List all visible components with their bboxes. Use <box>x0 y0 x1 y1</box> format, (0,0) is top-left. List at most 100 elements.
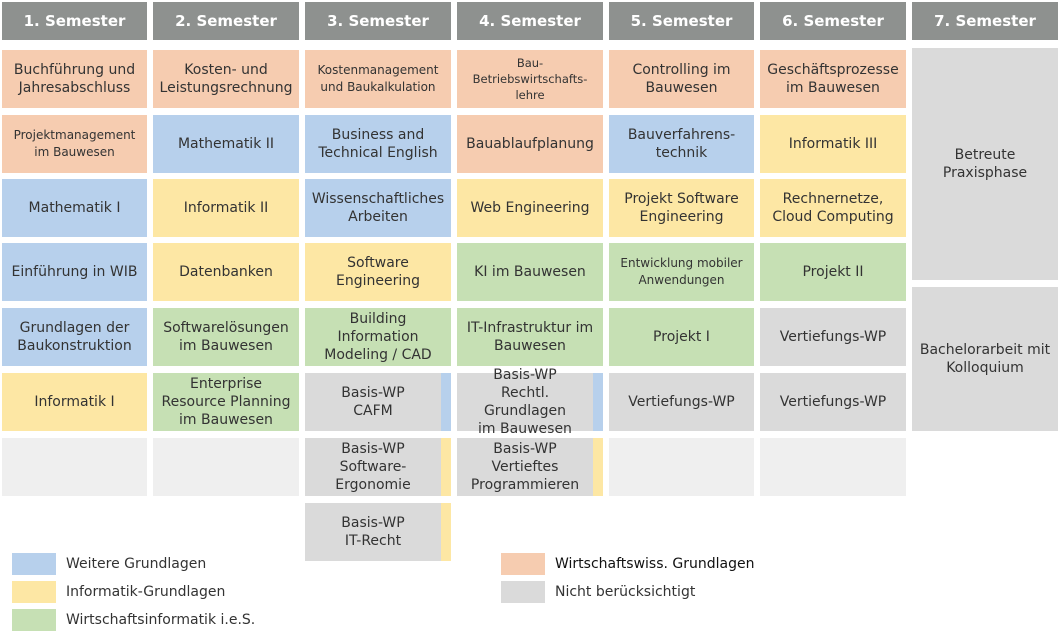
module-cell: Informatik I <box>2 373 147 431</box>
module-label: Vertiefungs-WP <box>628 394 735 410</box>
legend-label: Weitere Grundlagen <box>66 556 207 572</box>
semester-header-4: 4. Semester <box>457 2 603 40</box>
module-label: Projekt II <box>802 264 864 280</box>
module-cell: Einführung in WIB <box>2 243 147 301</box>
semester-header-3: 3. Semester <box>305 2 451 40</box>
module-cell: Projekt Software Engineering <box>609 179 754 237</box>
semester-header-7: 7. Semester <box>912 2 1058 40</box>
module-cell: Bauverfahrens- technik <box>609 115 754 173</box>
module-cell: Grundlagen der Baukonstruktion <box>2 308 147 366</box>
legend-item-wi: Wirtschaftsinformatik i.e.S. <box>12 609 255 631</box>
legend-label: Nicht berücksichtigt <box>555 584 696 600</box>
module-cell: Bauablaufplanung <box>457 115 603 173</box>
module-cell: Kosten- und Leistungsrechnung <box>153 50 299 108</box>
semester-header-1: 1. Semester <box>2 2 147 40</box>
module-label: Bau- Betriebswirtschafts- lehre <box>472 56 588 102</box>
empty-slot <box>609 438 754 496</box>
legend-swatch <box>12 581 56 603</box>
module-label: Bauablaufplanung <box>466 136 594 152</box>
column-7-praxis: Betreute Praxisphase <box>912 48 1058 280</box>
module-cell: Mathematik I <box>2 179 147 237</box>
module-cell: Building Information Modeling / CAD <box>305 308 451 366</box>
module-cell: Informatik II <box>153 179 299 237</box>
module-cell: Rechnernetze, Cloud Computing <box>760 179 906 237</box>
module-label: KI im Bauwesen <box>474 264 586 280</box>
module-cell: Basis-WP Vertieftes Programmieren <box>457 438 603 496</box>
module-label: Mathematik I <box>28 200 121 216</box>
module-label: Kosten- und Leistungsrechnung <box>159 62 293 96</box>
module-cell: Basis-WP IT-Recht <box>305 503 451 561</box>
module-cell: KI im Bauwesen <box>457 243 603 301</box>
module-label: Basis-WP Rechtl. Grundlagen im Bauwesen <box>478 367 572 437</box>
module-cell: Entwicklung mobiler Anwendungen <box>609 243 754 301</box>
module-cell: Web Engineering <box>457 179 603 237</box>
module-label: Mathematik II <box>177 136 275 152</box>
module-label: Wissenschaftliches Arbeiten <box>311 191 445 225</box>
module-label: Projektmanagement im Bauwesen <box>13 128 136 159</box>
category-strip <box>441 503 451 561</box>
module-label: Einführung in WIB <box>11 264 138 280</box>
legend-item-nicht: Nicht berücksichtigt <box>501 581 695 603</box>
empty-slot <box>153 438 299 496</box>
module-label: Software Engineering <box>336 255 420 289</box>
module-label: Entwicklung mobiler Anwendungen <box>620 256 743 287</box>
module-cell: Bau- Betriebswirtschafts- lehre <box>457 50 603 108</box>
legend-swatch <box>501 581 545 603</box>
module-label: Basis-WP Software- Ergonomie <box>335 441 411 493</box>
module-label: Building Information Modeling / CAD <box>324 311 432 363</box>
module-cell: Buchführung und Jahresabschluss <box>2 50 147 108</box>
module-cell: Geschäftsprozesse im Bauwesen <box>760 50 906 108</box>
module-cell: Projekt II <box>760 243 906 301</box>
module-cell: Informatik III <box>760 115 906 173</box>
module-label: Business and Technical English <box>318 127 438 161</box>
module-cell: Mathematik II <box>153 115 299 173</box>
empty-slot <box>760 438 906 496</box>
module-label: Basis-WP CAFM <box>341 385 405 419</box>
module-label: Softwarelösungen im Bauwesen <box>163 320 289 354</box>
module-cell: Vertiefungs-WP <box>609 373 754 431</box>
module-label: Web Engineering <box>470 200 590 216</box>
module-label: Vertiefungs-WP <box>779 329 887 345</box>
legend-label: Wirtschaftsinformatik i.e.S. <box>66 612 256 628</box>
legend-label: Wirtschaftswiss. Grundlagen <box>555 556 755 572</box>
module-label: Buchführung und Jahresabschluss <box>13 62 136 96</box>
semester-header-2: 2. Semester <box>153 2 299 40</box>
module-label: Bauverfahrens- technik <box>627 127 736 161</box>
module-label: Projekt Software Engineering <box>624 191 739 225</box>
category-strip <box>441 373 451 431</box>
module-cell: Datenbanken <box>153 243 299 301</box>
legend-item-weitere: Weitere Grundlagen <box>12 553 206 575</box>
module-cell: Projekt I <box>609 308 754 366</box>
module-label: Projekt I <box>653 329 710 345</box>
module-label: Informatik III <box>788 136 878 152</box>
module-cell: Business and Technical English <box>305 115 451 173</box>
legend-item-wiwi: Wirtschaftswiss. Grundlagen <box>501 553 755 575</box>
module-cell: Vertiefungs-WP <box>760 308 906 366</box>
module-label: Informatik I <box>34 394 115 410</box>
module-cell: Enterprise Resource Planning im Bauwesen <box>153 373 299 431</box>
module-label: Geschäftsprozesse im Bauwesen <box>767 62 899 96</box>
module-label: Enterprise Resource Planning im Bauwesen <box>161 376 291 428</box>
legend-swatch <box>12 553 56 575</box>
legend-swatch <box>501 553 545 575</box>
module-cell: Vertiefungs-WP <box>760 373 906 431</box>
module-cell: IT-Infrastruktur im Bauwesen <box>457 308 603 366</box>
empty-slot <box>2 438 147 496</box>
module-cell: Basis-WP Software- Ergonomie <box>305 438 451 496</box>
category-strip <box>593 438 603 496</box>
praxisphase-label: Betreute Praxisphase <box>942 147 1028 181</box>
legend-label: Informatik-Grundlagen <box>66 584 226 600</box>
module-label: Rechnernetze, Cloud Computing <box>772 191 894 225</box>
module-cell: Softwarelösungen im Bauwesen <box>153 308 299 366</box>
module-cell: Basis-WP Rechtl. Grundlagen im Bauwesen <box>457 367 603 437</box>
module-label: Kostenmanagement und Baukalkulation <box>317 63 439 94</box>
legend-item-info: Informatik-Grundlagen <box>12 581 225 603</box>
module-cell: Controlling im Bauwesen <box>609 50 754 108</box>
category-strip <box>593 373 603 431</box>
module-cell: Software Engineering <box>305 243 451 301</box>
module-label: Basis-WP Vertieftes Programmieren <box>470 441 580 493</box>
legend-swatch <box>12 609 56 631</box>
module-label: Vertiefungs-WP <box>779 394 887 410</box>
module-cell: Wissenschaftliches Arbeiten <box>305 179 451 237</box>
module-label: IT-Infrastruktur im Bauwesen <box>466 320 594 354</box>
